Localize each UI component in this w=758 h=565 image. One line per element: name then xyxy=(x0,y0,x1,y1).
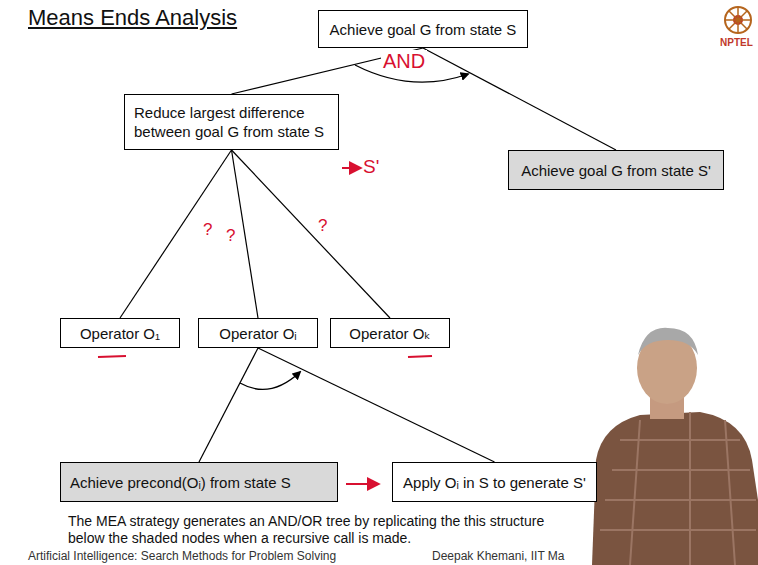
nptel-logo xyxy=(725,7,751,33)
tree-link xyxy=(232,150,259,318)
operator-box: Operator Oᵢ xyxy=(198,318,318,348)
shirt-pattern xyxy=(600,412,756,565)
tree-link xyxy=(423,48,616,150)
annotation-underline xyxy=(408,356,432,357)
node-text: Apply Oᵢ in S to generate S' xyxy=(403,473,586,492)
node-text: Reduce largest difference between goal G… xyxy=(134,103,329,141)
and-arc xyxy=(240,372,300,389)
goal-box: Achieve goal G from state S xyxy=(318,10,528,48)
node-text: Operator Oᵢ xyxy=(219,324,296,343)
goal-box: Achieve goal G from state S' xyxy=(508,150,724,190)
logo-ring xyxy=(725,7,751,33)
node-text: Achieve precond(Oᵢ) from state S xyxy=(70,473,291,492)
question-mark: ? xyxy=(226,226,235,246)
node-text: Achieve goal G from state S' xyxy=(521,161,711,180)
footer-text: Artificial Intelligence: Search Methods … xyxy=(28,549,336,563)
state-annotation: S' xyxy=(363,156,379,178)
node-text: Achieve goal G from state S xyxy=(330,20,517,39)
lecturer-shirt xyxy=(592,412,758,565)
annotation-underline xyxy=(98,356,126,357)
tree-link xyxy=(120,150,232,318)
annotation-arrow xyxy=(342,167,360,169)
question-mark: ? xyxy=(203,220,212,240)
subgoal-box: Achieve precond(Oᵢ) from state S xyxy=(60,462,338,502)
slide-title: Means Ends Analysis xyxy=(28,5,237,31)
logo-petals xyxy=(725,7,751,33)
node-text: Operator O₁ xyxy=(80,324,160,343)
question-mark: ? xyxy=(318,216,327,236)
annotation-arrow xyxy=(346,483,378,485)
action-box: Apply Oᵢ in S to generate S' xyxy=(392,462,597,502)
operator-box: Operator Oₖ xyxy=(330,318,450,348)
tree-link xyxy=(199,348,258,462)
subgoal-box: Reduce largest difference between goal G… xyxy=(124,94,339,150)
lecturer-hair xyxy=(638,328,698,355)
footer-text: Deepak Khemani, IIT Ma xyxy=(432,549,565,563)
tree-link xyxy=(258,348,495,462)
logo-text: NPTEL xyxy=(720,37,753,48)
lecturer-figure xyxy=(592,328,758,565)
and-annotation: AND xyxy=(381,50,427,73)
operator-box: Operator O₁ xyxy=(60,318,180,348)
slide-caption: The MEA strategy generates an AND/OR tre… xyxy=(68,513,568,547)
tree-link xyxy=(232,150,391,318)
node-text: Operator Oₖ xyxy=(349,324,430,343)
